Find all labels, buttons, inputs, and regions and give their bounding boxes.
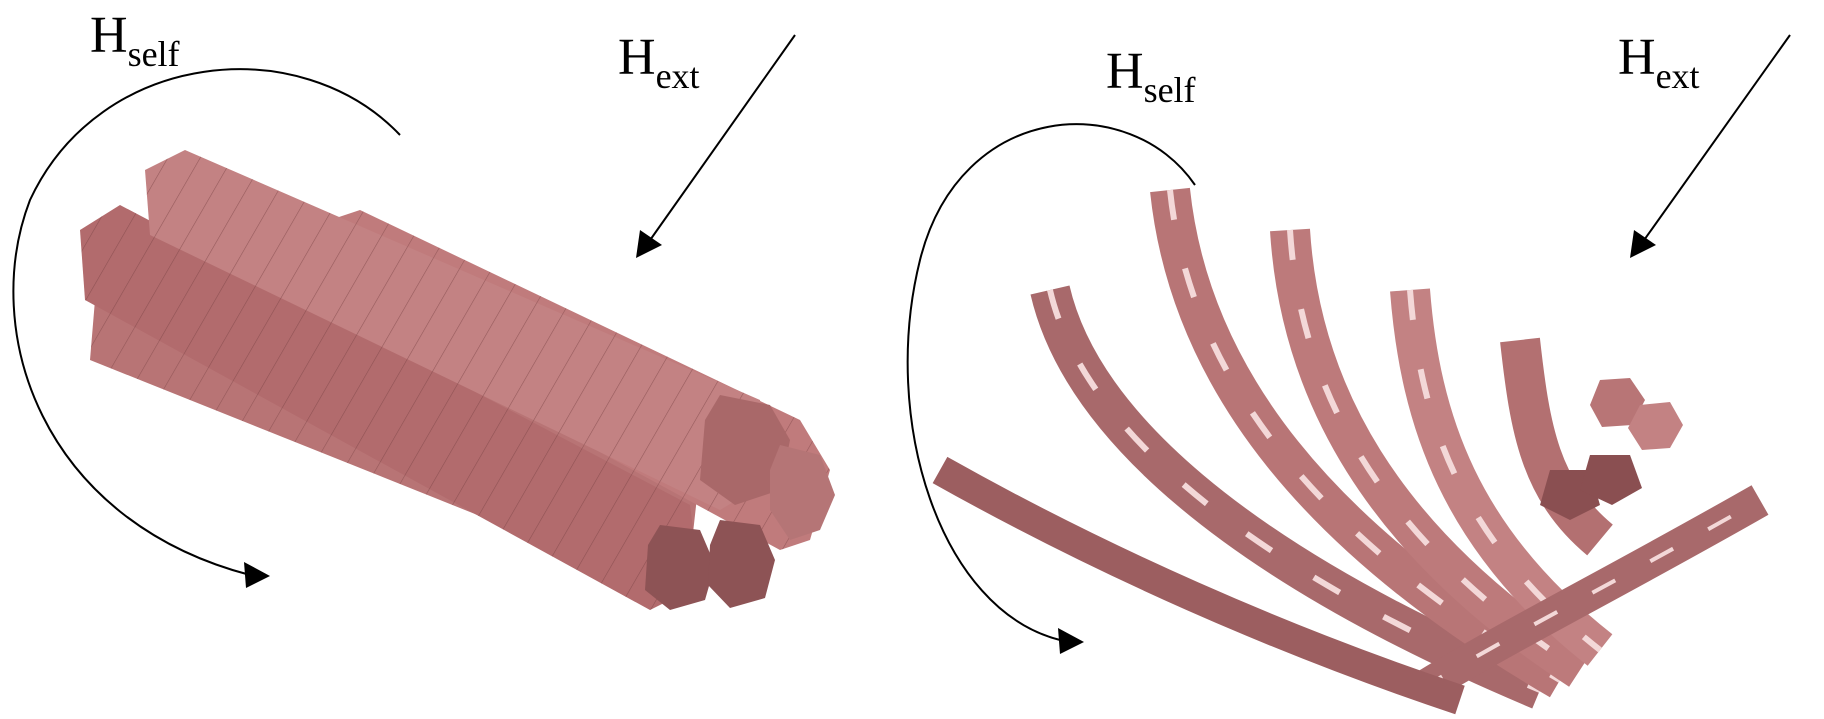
- ext-field-label: Hext: [618, 32, 700, 94]
- bundle-strands: [80, 150, 835, 610]
- self-field-label: Hself: [1106, 46, 1196, 108]
- strand-end-cap: [645, 525, 715, 610]
- strand-end-caps: [1540, 378, 1683, 520]
- ext-field-label: Hext: [1618, 32, 1700, 94]
- bent-bundle-panel: Hself Hext: [900, 0, 1824, 719]
- self-field-label: Hself: [90, 10, 180, 72]
- bent-strands: [940, 190, 1760, 700]
- self-field-arrowhead: [1058, 628, 1084, 654]
- bent-bundle-illustration: [900, 0, 1824, 719]
- self-field-arrowhead: [244, 562, 270, 588]
- twisted-bundle-illustration: [0, 0, 900, 719]
- ext-field-arrowhead: [1630, 230, 1656, 258]
- twisted-bundle-panel: Hself Hext: [0, 0, 900, 719]
- ext-field-arrowhead: [636, 230, 662, 258]
